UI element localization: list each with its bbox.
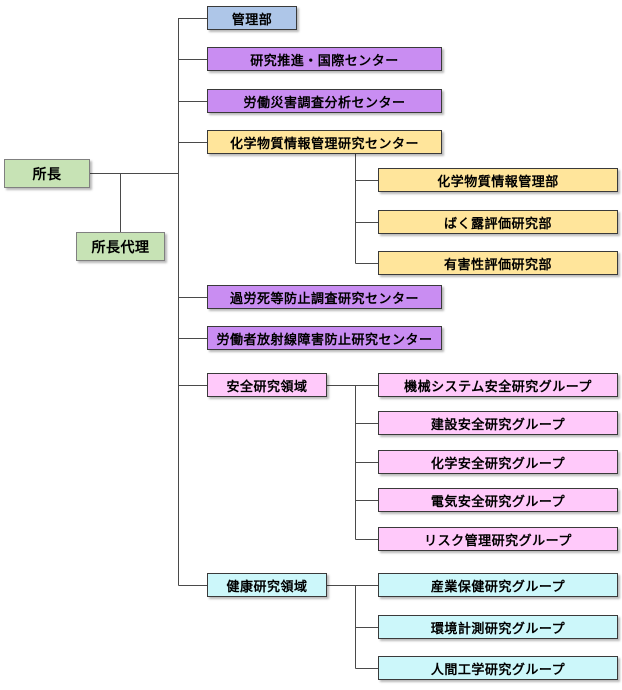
node-admin-dept: 管理部 <box>207 6 297 30</box>
node-safety-research-area: 安全研究領域 <box>207 373 327 397</box>
node-environment-measurement-group: 環境計測研究グループ <box>378 615 618 639</box>
node-electrical-safety-group: 電気安全研究グループ <box>378 488 618 512</box>
node-chemical-info-center: 化学物質情報管理研究センター <box>207 130 442 154</box>
node-hazard-assessment-dept: 有害性評価研究部 <box>378 251 618 275</box>
node-accident-analysis-center: 労働災害調査分析センター <box>207 89 442 113</box>
node-chemical-safety-group: 化学安全研究グループ <box>378 450 618 474</box>
node-radiation-center: 労働者放射線障害防止研究センター <box>207 326 442 350</box>
node-risk-management-group: リスク管理研究グループ <box>378 527 618 551</box>
node-deputy-director: 所長代理 <box>76 232 165 261</box>
node-chemical-info-dept: 化学物質情報管理部 <box>378 168 618 192</box>
node-ergonomics-group: 人間工学研究グループ <box>378 656 618 680</box>
node-director: 所長 <box>4 159 90 188</box>
node-exposure-assessment-dept: ばく露評価研究部 <box>378 210 618 234</box>
node-karoshi-center: 過労死等防止調査研究センター <box>207 285 442 309</box>
node-occupational-health-group: 産業保健研究グループ <box>378 573 618 597</box>
node-machine-safety-group: 機械システム安全研究グループ <box>378 373 618 397</box>
node-health-research-area: 健康研究領域 <box>207 573 327 597</box>
node-construction-safety-group: 建設安全研究グループ <box>378 411 618 435</box>
node-research-promotion-center: 研究推進・国際センター <box>207 47 442 71</box>
